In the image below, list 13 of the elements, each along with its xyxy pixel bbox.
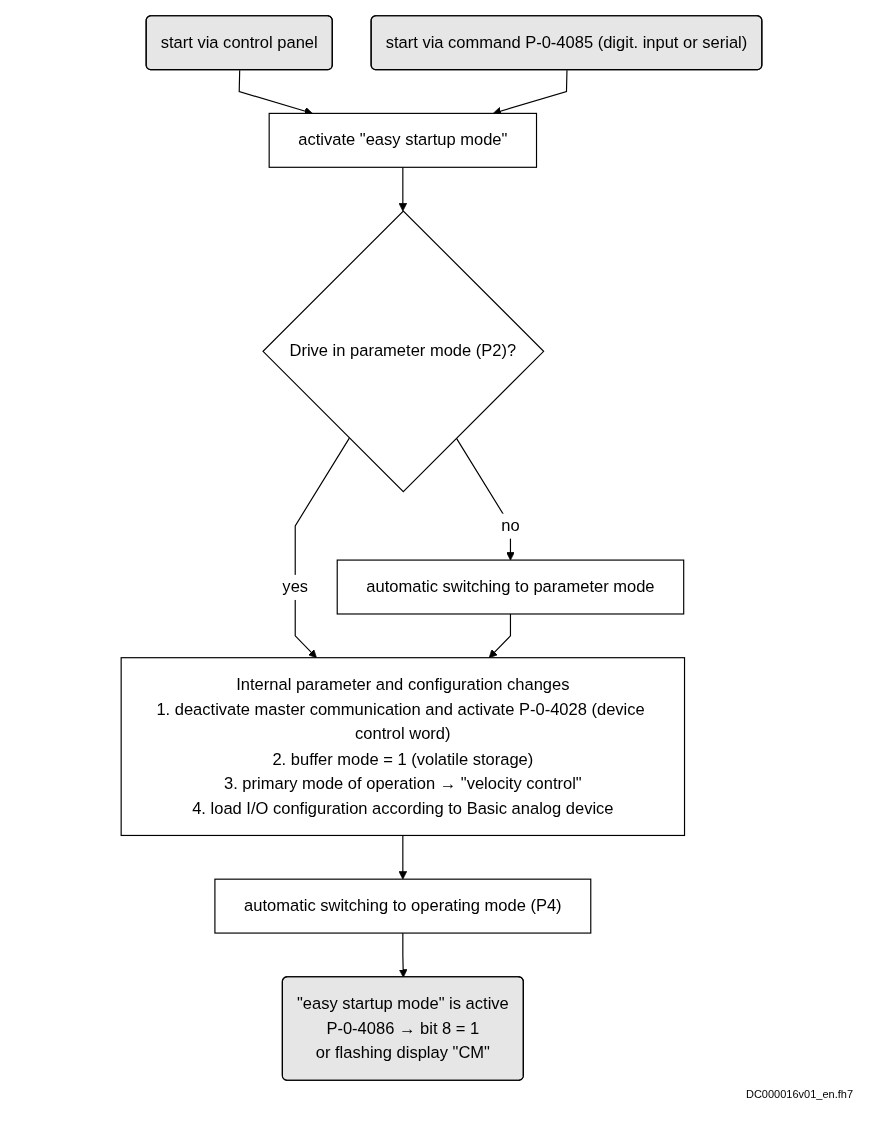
node-box: activate "easy startup mode" (268, 112, 538, 168)
arrow (294, 437, 350, 659)
arrow (488, 613, 512, 659)
arrow (398, 166, 408, 212)
node-box: automatic switching to parameter mode (336, 559, 685, 615)
node-diamond: Drive in parameter mode (P2)? (262, 210, 545, 493)
edge-label: no (501, 516, 520, 535)
node-box: Internal parameter and configuration changes 1. deactivate master communication and activate P-0-4028 (device control word) 2. buffer mode = 1 (volatile storage) 3. primary mode of operation → "velocity control" 4. load I/O configuration according to Basic analog device (120, 657, 686, 837)
arrow (398, 834, 408, 880)
node-box: automatic switching to operating mode (P4) (214, 878, 592, 934)
arrow (398, 932, 408, 978)
drawing-number: DC000016v01_en.fh7 (744, 1088, 853, 1100)
edge-label: yes (282, 577, 309, 597)
